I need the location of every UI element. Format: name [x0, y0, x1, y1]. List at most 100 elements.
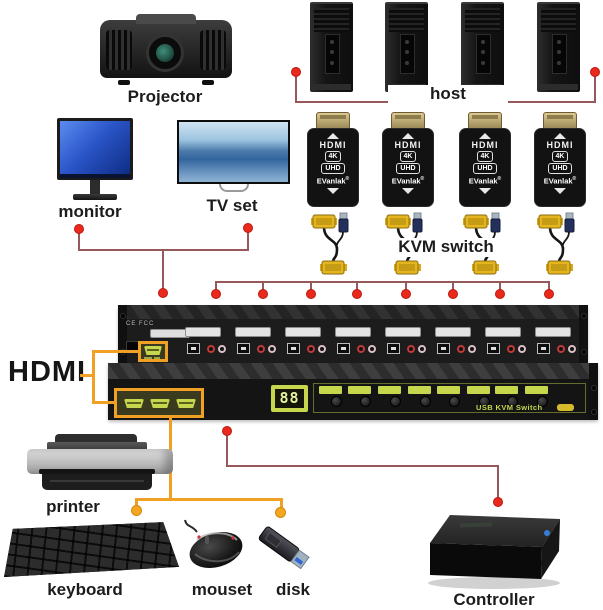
monitor-base: [73, 194, 117, 200]
audio-jack: [207, 345, 215, 353]
monitor-stand: [90, 180, 100, 194]
mic-jack: [268, 345, 276, 353]
screw-icon: [591, 385, 597, 391]
adapter-uhd-badge: UHD: [396, 163, 420, 174]
printer-tray: [42, 474, 152, 490]
adapter-body: HDMI 4K UHD EVanlak®: [382, 128, 434, 207]
registered-mark: ®: [420, 176, 425, 182]
port-drop-line: [452, 281, 454, 290]
connection-node: [306, 289, 316, 299]
connection-node-orange: [131, 505, 142, 516]
port-drop-line: [310, 281, 312, 290]
kvm-rear-panel: CE FCC: [118, 305, 588, 363]
select-button-2: [348, 386, 371, 394]
tv-stand: [219, 184, 249, 192]
projector-label: Projector: [127, 87, 203, 106]
mouse-label: mouset: [191, 580, 253, 599]
monitor-link-line: [78, 230, 80, 250]
mic-jack: [518, 345, 526, 353]
registered-mark: ®: [345, 176, 350, 182]
controller-link-line: [226, 432, 228, 466]
push-button-8: [537, 396, 548, 407]
tv-link-line: [247, 229, 249, 250]
monitor-label: monitor: [58, 202, 122, 221]
audio-jack: [257, 345, 265, 353]
rack-ear: [579, 305, 588, 363]
arrow-up-icon: [554, 133, 566, 139]
tower-button: [405, 61, 409, 65]
dvi-port: [485, 327, 521, 337]
tower-vents: [389, 8, 424, 32]
audio-jack: [557, 345, 565, 353]
brand-name: EVanlak: [468, 176, 498, 186]
hdmi-callout-label: HDMI: [8, 356, 87, 388]
hdmi-port: [150, 399, 170, 408]
audio-jack: [457, 345, 465, 353]
usb-b-port: [387, 343, 400, 354]
adapter-brand-text: EVanlak®: [469, 176, 501, 186]
adapter-brand-text: EVanlak®: [317, 176, 349, 186]
push-button-3: [390, 396, 401, 407]
adapter-logo-text: HDMI: [546, 140, 574, 150]
tower-button: [481, 61, 485, 65]
led-digits: 88: [275, 389, 304, 408]
audio-jack: [357, 345, 365, 353]
tower-vents: [541, 8, 576, 32]
tower-button: [330, 50, 334, 54]
mic-jack: [368, 345, 376, 353]
adapter-brand-text: EVanlak®: [392, 176, 424, 186]
connection-node: [74, 224, 84, 234]
registered-mark: ®: [572, 176, 577, 182]
adapter-4k-badge: 4K: [399, 151, 417, 162]
rear-port-group-7: [482, 327, 530, 359]
usb-b-port: [437, 343, 450, 354]
keyboard-label: keyboard: [47, 580, 123, 599]
arrow-up-icon: [327, 133, 339, 139]
projector-top-panel: [136, 14, 196, 24]
connection-node: [258, 289, 268, 299]
dvi-port: [235, 327, 271, 337]
projector-foot: [202, 80, 214, 85]
adapter-brand-text: EVanlak®: [544, 176, 576, 186]
hdmi-callout-line: [92, 350, 95, 404]
disk-label: disk: [275, 580, 311, 599]
adapter-body: HDMI 4K UHD EVanlak®: [534, 128, 586, 207]
printer-label: printer: [46, 497, 100, 516]
hdmi-port: [144, 346, 162, 355]
connection-node-orange: [275, 507, 286, 518]
push-button-7: [507, 396, 518, 407]
arrow-down-icon: [327, 187, 339, 194]
kvm-switch-label: KVM switch: [386, 237, 506, 257]
printer-image: [25, 434, 177, 496]
hdmi-plug-icon: [316, 112, 350, 129]
rear-top-face: [118, 305, 588, 319]
controller-link-line: [226, 465, 499, 467]
rear-port-group-5: [382, 327, 430, 359]
connection-node: [211, 289, 221, 299]
printer-scanner-lid: [47, 442, 147, 452]
mic-jack: [568, 345, 576, 353]
tower-button: [330, 40, 334, 44]
host-tower-3: [461, 2, 504, 92]
display-drop-line: [162, 249, 164, 291]
brand-name: EVanlak: [316, 176, 346, 186]
front-top-face: [108, 363, 598, 379]
rear-port-group-3: [282, 327, 330, 359]
tower-front-panel: [400, 34, 415, 74]
hdmi-adapter-1: HDMI 4K UHD EVanlak®: [307, 110, 359, 207]
hdmi-callout-line: [92, 401, 117, 404]
disk-image: [258, 526, 310, 570]
mic-jack: [318, 345, 326, 353]
arrow-up-icon: [402, 133, 414, 139]
hdmi-adapter-4: HDMI 4K UHD EVanlak®: [534, 110, 586, 207]
adapter-logo-text: HDMI: [319, 140, 347, 150]
push-button-5: [449, 396, 460, 407]
port-drop-line: [499, 281, 501, 290]
usb-b-port: [237, 343, 250, 354]
hdmi-adapter-3: HDMI 4K UHD EVanlak®: [459, 110, 511, 207]
screw-icon: [581, 313, 587, 319]
rack-ear: [118, 305, 127, 363]
tower-button: [481, 40, 485, 44]
connection-node: [493, 497, 503, 507]
model-badge: [557, 404, 574, 411]
